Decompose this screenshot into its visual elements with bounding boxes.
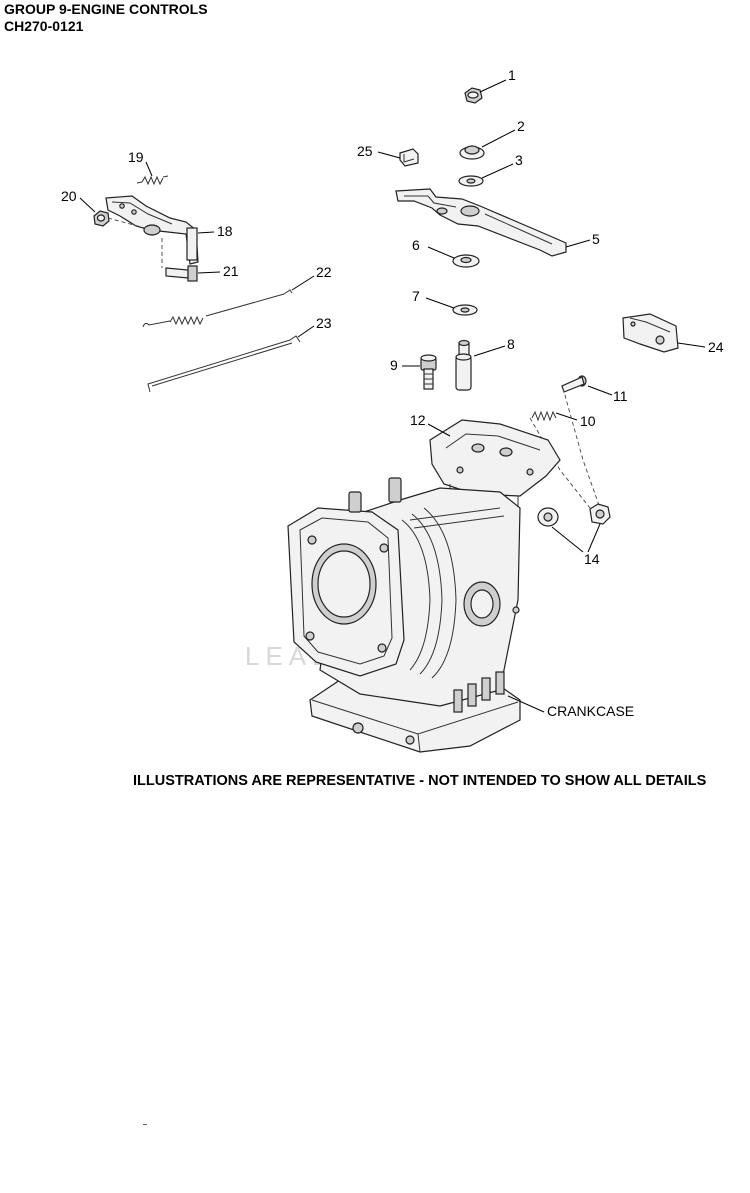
part-2-bushing[interactable] <box>459 145 485 160</box>
callout-8: 8 <box>507 336 515 352</box>
model-code: CH270-0121 <box>4 18 84 34</box>
part-11-pin[interactable] <box>561 375 587 393</box>
part-10-spring[interactable] <box>531 410 557 422</box>
callout-2: 2 <box>517 118 525 134</box>
callout-3: 3 <box>515 152 523 168</box>
callout-18: 18 <box>217 223 233 239</box>
callout-21: 21 <box>223 263 239 279</box>
part-7-washer[interactable] <box>452 304 478 316</box>
part-18-governor-lever[interactable] <box>105 195 199 265</box>
callout-20: 20 <box>61 188 77 204</box>
part-1-nut[interactable] <box>464 87 483 104</box>
part-19-spring[interactable] <box>136 175 169 186</box>
part-20-nut[interactable] <box>93 210 110 227</box>
callout-12: 12 <box>410 412 426 428</box>
part-9-bolt[interactable] <box>420 354 437 390</box>
part-14-bushing-a[interactable] <box>537 507 559 527</box>
part-21-bolt[interactable] <box>165 265 198 282</box>
part-23-rod[interactable] <box>147 335 301 393</box>
callout-23: 23 <box>316 315 332 331</box>
page-title: GROUP 9-ENGINE CONTROLS <box>4 1 208 17</box>
callout-9: 9 <box>390 357 398 373</box>
part-12-bracket[interactable] <box>429 419 561 506</box>
part-8-shaft[interactable] <box>455 339 472 391</box>
disclaimer-note: ILLUSTRATIONS ARE REPRESENTATIVE - NOT I… <box>133 773 707 789</box>
callout-19: 19 <box>128 149 144 165</box>
callout-22: 22 <box>316 264 332 280</box>
page-mark <box>143 1124 147 1125</box>
part-25-clip[interactable] <box>399 148 419 167</box>
part-24-bracket[interactable] <box>622 313 679 353</box>
callout-1: 1 <box>508 67 516 83</box>
part-5-control-lever[interactable] <box>395 188 567 257</box>
part-3-washer[interactable] <box>458 175 484 187</box>
callout-11: 11 <box>613 388 628 404</box>
part-6-washer[interactable] <box>452 254 480 268</box>
callout-10: 10 <box>580 413 596 429</box>
callout-25: 25 <box>357 143 373 159</box>
callout-14: 14 <box>584 551 600 567</box>
callout-5: 5 <box>592 231 600 247</box>
part-22-spring-link[interactable] <box>142 289 293 328</box>
part-14-bushing-b[interactable] <box>589 503 611 525</box>
callout-7: 7 <box>412 288 420 304</box>
crankcase-label: CRANKCASE <box>547 703 634 719</box>
callout-6: 6 <box>412 237 420 253</box>
callout-24: 24 <box>708 339 724 355</box>
crankcase[interactable] <box>287 477 521 753</box>
